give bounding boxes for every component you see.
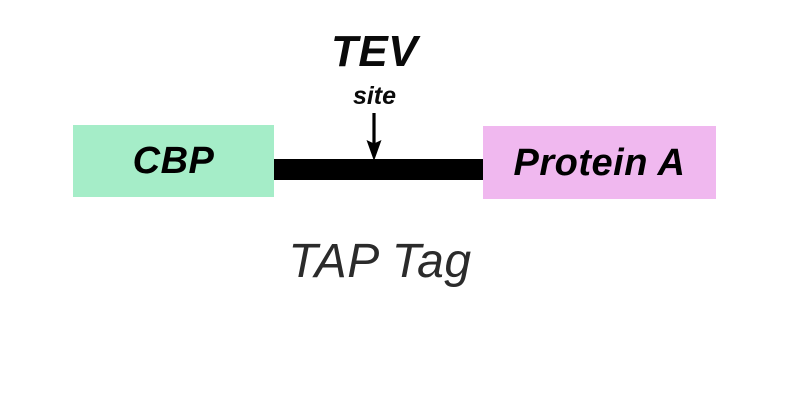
tev-site-annotation: TEV site xyxy=(258,30,491,109)
tev-title-label: TEV xyxy=(330,27,419,76)
linker-bar xyxy=(272,159,486,180)
domain-block-protein-a: Protein A xyxy=(483,126,716,199)
domain-label-cbp: CBP xyxy=(132,140,215,182)
tev-subtitle-label: site xyxy=(352,82,397,110)
domain-label-protein-a: Protein A xyxy=(513,141,686,184)
down-arrow-icon xyxy=(366,113,382,161)
domain-block-cbp: CBP xyxy=(73,125,274,197)
figure-caption: TAP Tag xyxy=(288,235,472,288)
